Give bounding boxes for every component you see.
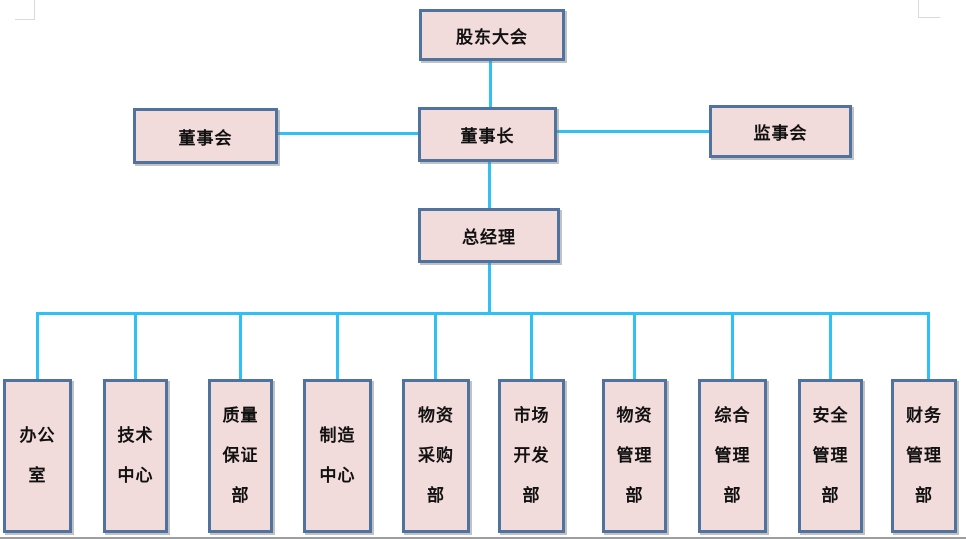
org-box-general-manager[interactable]: 总经理 bbox=[418, 208, 560, 263]
org-box-label-line: 质量 bbox=[222, 406, 259, 425]
org-box-label-line: 部 bbox=[915, 486, 933, 505]
org-box-chairman[interactable]: 董事长 bbox=[418, 107, 557, 162]
org-box-label-line: 部 bbox=[821, 486, 840, 505]
connector-gm-to-trunk bbox=[488, 263, 491, 315]
org-box-label-line: 开发 bbox=[513, 446, 550, 465]
connector-trunk bbox=[36, 312, 930, 315]
org-box-label-line: 综合 bbox=[714, 406, 751, 425]
connector-drop-office bbox=[36, 315, 39, 379]
org-box-shareholders-meeting[interactable]: 股东大会 bbox=[419, 9, 565, 61]
org-box-technology-center[interactable]: 技术 中心 bbox=[103, 379, 168, 533]
org-box-supervisory-board[interactable]: 监事会 bbox=[709, 105, 852, 158]
connector-chairman-to-gm bbox=[488, 162, 491, 208]
org-box-label: 股东大会 bbox=[456, 27, 528, 47]
org-box-label-line: 中心 bbox=[319, 466, 356, 485]
connector-chairman-to-supervisory bbox=[557, 130, 709, 133]
org-box-market-development-dept[interactable]: 市场 开发 部 bbox=[498, 379, 565, 533]
org-box-board-of-directors[interactable]: 董事会 bbox=[133, 108, 278, 164]
org-box-label-line: 管理 bbox=[906, 446, 942, 465]
org-box-manufacturing-center[interactable]: 制造 中心 bbox=[303, 379, 372, 533]
connector-drop-manufacturing-center bbox=[336, 315, 339, 379]
org-box-label: 董事长 bbox=[460, 127, 515, 146]
connector-drop-general-management bbox=[731, 315, 734, 379]
org-box-safety-management-dept[interactable]: 安全 管理 部 bbox=[798, 379, 863, 533]
org-box-label-line: 管理 bbox=[812, 446, 849, 465]
org-box-materials-procurement-dept[interactable]: 物资 采购 部 bbox=[402, 379, 470, 533]
org-box-label: 总经理 bbox=[462, 228, 516, 247]
org-box-general-management-dept[interactable]: 综合 管理 部 bbox=[698, 379, 767, 533]
connector-drop-materials-procurement bbox=[434, 315, 437, 379]
org-box-label-line: 物资 bbox=[616, 406, 653, 425]
org-box-label-line: 管理 bbox=[714, 446, 751, 465]
connector-drop-quality-assurance bbox=[239, 315, 242, 379]
org-box-label-line: 部 bbox=[231, 486, 250, 505]
org-box-label-line: 部 bbox=[522, 486, 541, 505]
page-margin-mark-top-left bbox=[15, 0, 35, 20]
org-box-quality-assurance-dept[interactable]: 质量 保证 部 bbox=[208, 379, 273, 533]
org-box-label-line: 部 bbox=[427, 486, 445, 505]
org-box-label: 董事会 bbox=[178, 128, 233, 148]
org-box-label-line: 部 bbox=[625, 486, 644, 505]
org-box-label-line: 管理 bbox=[616, 446, 653, 465]
org-box-label-line: 保证 bbox=[222, 446, 259, 465]
connector-board-to-chairman bbox=[278, 132, 418, 135]
page-bottom-edge bbox=[0, 537, 966, 539]
org-box-label-line: 部 bbox=[723, 486, 742, 505]
org-box-label-line: 财务 bbox=[906, 406, 942, 425]
org-box-label-line: 安全 bbox=[812, 406, 849, 425]
org-box-label-line: 物资 bbox=[418, 406, 454, 425]
org-box-finance-management-dept[interactable]: 财务 管理 部 bbox=[891, 379, 957, 533]
org-box-materials-management-dept[interactable]: 物资 管理 部 bbox=[602, 379, 667, 533]
org-box-label-line: 制造 bbox=[319, 426, 356, 445]
connector-drop-market-development bbox=[530, 315, 533, 379]
org-box-label: 监事会 bbox=[753, 124, 808, 143]
connector-drop-materials-management bbox=[633, 315, 636, 379]
org-box-label-line: 采购 bbox=[418, 446, 454, 465]
connector-drop-technology-center bbox=[134, 315, 137, 379]
org-box-label-line: 市场 bbox=[513, 406, 550, 425]
connector-drop-finance-management bbox=[927, 315, 930, 379]
connector-drop-safety-management bbox=[829, 315, 832, 379]
org-box-label-line: 技术 bbox=[117, 426, 154, 445]
page-margin-mark-top-right bbox=[918, 0, 940, 18]
org-box-label-line: 室 bbox=[28, 466, 47, 485]
org-box-label-line: 办公 bbox=[19, 426, 56, 445]
org-box-office[interactable]: 办公 室 bbox=[3, 379, 72, 533]
connector-root-to-chairman bbox=[489, 61, 492, 107]
org-box-label-line: 中心 bbox=[117, 466, 154, 485]
